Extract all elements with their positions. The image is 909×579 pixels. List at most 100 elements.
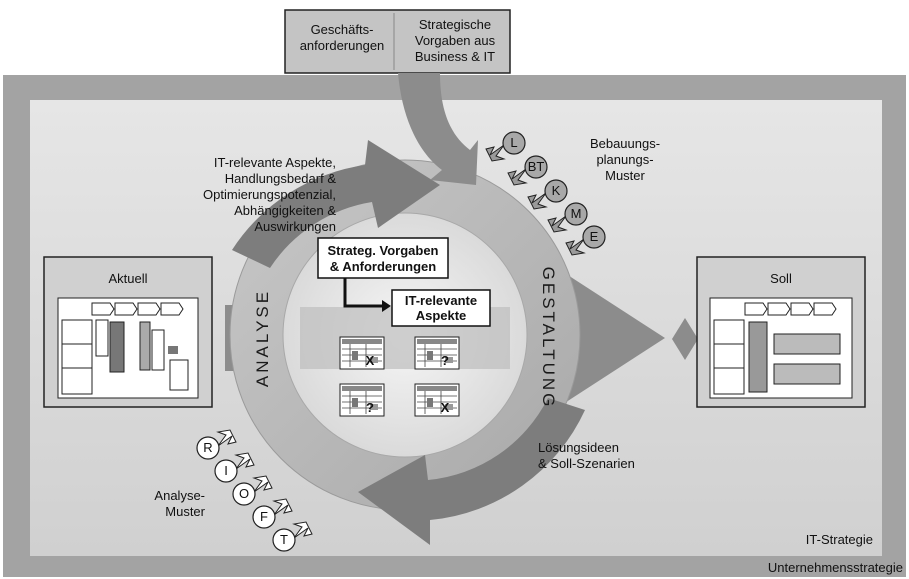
current-state-panel: Aktuell (43, 256, 213, 408)
center-box2-line-1: IT-relevante (405, 293, 477, 308)
pattern-letter: R (203, 440, 212, 455)
pattern-badge: R (196, 429, 237, 460)
pattern-letter: M (571, 206, 582, 221)
aspects-line-3: Optimierungspotenzial, (203, 187, 336, 202)
center-box1-line-2: & Anforderungen (330, 259, 436, 274)
center-box2-line-2: Aspekte (416, 308, 467, 323)
center-box1-line-1: Strateg. Vorgaben (327, 243, 438, 258)
tile-3-mark: ? (366, 400, 374, 415)
pattern-circle (252, 505, 276, 529)
svg-text:Strateg. Vorgaben& Anforderung: Strateg. Vorgaben& Anforderungen (327, 243, 438, 274)
pattern-letter: BT (528, 159, 545, 174)
loesung-line-1: Lösungsideen (538, 440, 619, 455)
flow-diamond (672, 318, 698, 360)
aspects-line-5: Auswirkungen (254, 219, 336, 234)
pattern-arrow-icon (292, 521, 313, 539)
pattern-letter: I (224, 463, 228, 478)
top-left-line-1: Geschäfts- (311, 22, 374, 37)
pattern-circle (232, 482, 256, 506)
it-aspects-box (391, 289, 491, 327)
design-arrow (358, 398, 585, 545)
analysis-arrow (232, 140, 440, 268)
pattern-badge: T (272, 521, 313, 552)
strategy-inputs-box (317, 237, 449, 279)
target-title: Soll (770, 271, 792, 286)
tile-1-mark: X (366, 353, 375, 368)
pattern-badge: F (252, 498, 293, 529)
connector-arrow (343, 278, 383, 308)
top-right-line-2: Vorgaben aus (415, 33, 496, 48)
it-strategy-label: IT-Strategie (806, 532, 873, 547)
pattern-badge: L (485, 131, 526, 162)
pattern-arrow-icon (527, 192, 548, 210)
pattern-arrow-icon (234, 452, 255, 470)
pattern-circle (582, 225, 606, 249)
pattern-circle (214, 459, 238, 483)
input-arrow (398, 73, 478, 185)
svg-text:Geschäfts-anforderungen: Geschäfts-anforderungen (300, 22, 385, 53)
analyse-muster-text: Analyse-Muster (154, 488, 205, 519)
pattern-letter: F (260, 509, 268, 524)
bebauung-pattern-badges: L BT KME (485, 131, 606, 256)
pattern-badge: BT (507, 155, 548, 186)
tile-4-mark: X (441, 400, 450, 415)
pattern-arrow-icon (252, 475, 273, 493)
pattern-badge: O (232, 475, 273, 506)
pattern-letter: O (239, 486, 249, 501)
analyse-muster-line-1: Analyse- (154, 488, 205, 503)
pattern-circle (502, 131, 526, 155)
tile-4: X (414, 383, 460, 417)
pattern-arrow-icon (485, 144, 506, 162)
pattern-letter: L (510, 135, 517, 150)
analyse-text: ANALYSE (253, 289, 272, 387)
pattern-badge: M (547, 202, 588, 233)
connector-arrowhead (382, 300, 391, 312)
pattern-badge: E (565, 225, 606, 256)
pattern-letter: T (280, 532, 288, 547)
top-right-line-3: Business & IT (415, 49, 495, 64)
aspects-line-4: Abhängigkeiten & (234, 203, 336, 218)
analyse-label: ANALYSE (253, 289, 272, 387)
pattern-circle (524, 155, 548, 179)
bebauung-line-2: planungs- (596, 152, 653, 167)
pattern-circle (564, 202, 588, 226)
aspects-line-1: IT-relevante Aspekte, (214, 155, 336, 170)
pattern-circle (272, 528, 296, 552)
pattern-letter: K (552, 183, 561, 198)
bebauung-line-3: Muster (605, 168, 645, 183)
gestaltung-label: GESTALTUNG (539, 267, 558, 410)
pattern-arrow-icon (507, 168, 528, 186)
pattern-arrow-icon (547, 215, 568, 233)
pattern-letter: E (590, 229, 599, 244)
pattern-badge: I (214, 452, 255, 483)
tile-2: ? (414, 336, 460, 370)
pattern-circle (544, 179, 568, 203)
loesung-text: Lösungsideen& Soll-Szenarien (538, 440, 635, 471)
tile-1: X (339, 336, 385, 370)
loesung-line-2: & Soll-Szenarien (538, 456, 635, 471)
corporate-strategy-label: Unternehmensstrategie (768, 560, 903, 575)
top-left-line-2: anforderungen (300, 38, 385, 53)
tile-3: ? (339, 383, 385, 417)
gestaltung-text: GESTALTUNG (539, 267, 558, 410)
pattern-badge: K (527, 179, 568, 210)
pattern-arrow-icon (565, 238, 586, 256)
pattern-arrow-icon (272, 498, 293, 516)
analysis-aspects-text: IT-relevante Aspekte,Handlungsbedarf &Op… (203, 155, 336, 234)
top-right-line-1: Strategische (419, 17, 491, 32)
aspects-line-2: Handlungsbedarf & (225, 171, 337, 186)
bebauung-text: Bebauungs-planungs-Muster (590, 136, 660, 183)
tile-2-mark: ? (441, 353, 449, 368)
target-state-panel: Soll (696, 256, 866, 408)
bebauung-line-1: Bebauungs- (590, 136, 660, 151)
pattern-circle (196, 436, 220, 460)
current-title: Aktuell (108, 271, 147, 286)
pattern-arrow-icon (216, 429, 237, 447)
analyse-muster-line-2: Muster (165, 504, 205, 519)
